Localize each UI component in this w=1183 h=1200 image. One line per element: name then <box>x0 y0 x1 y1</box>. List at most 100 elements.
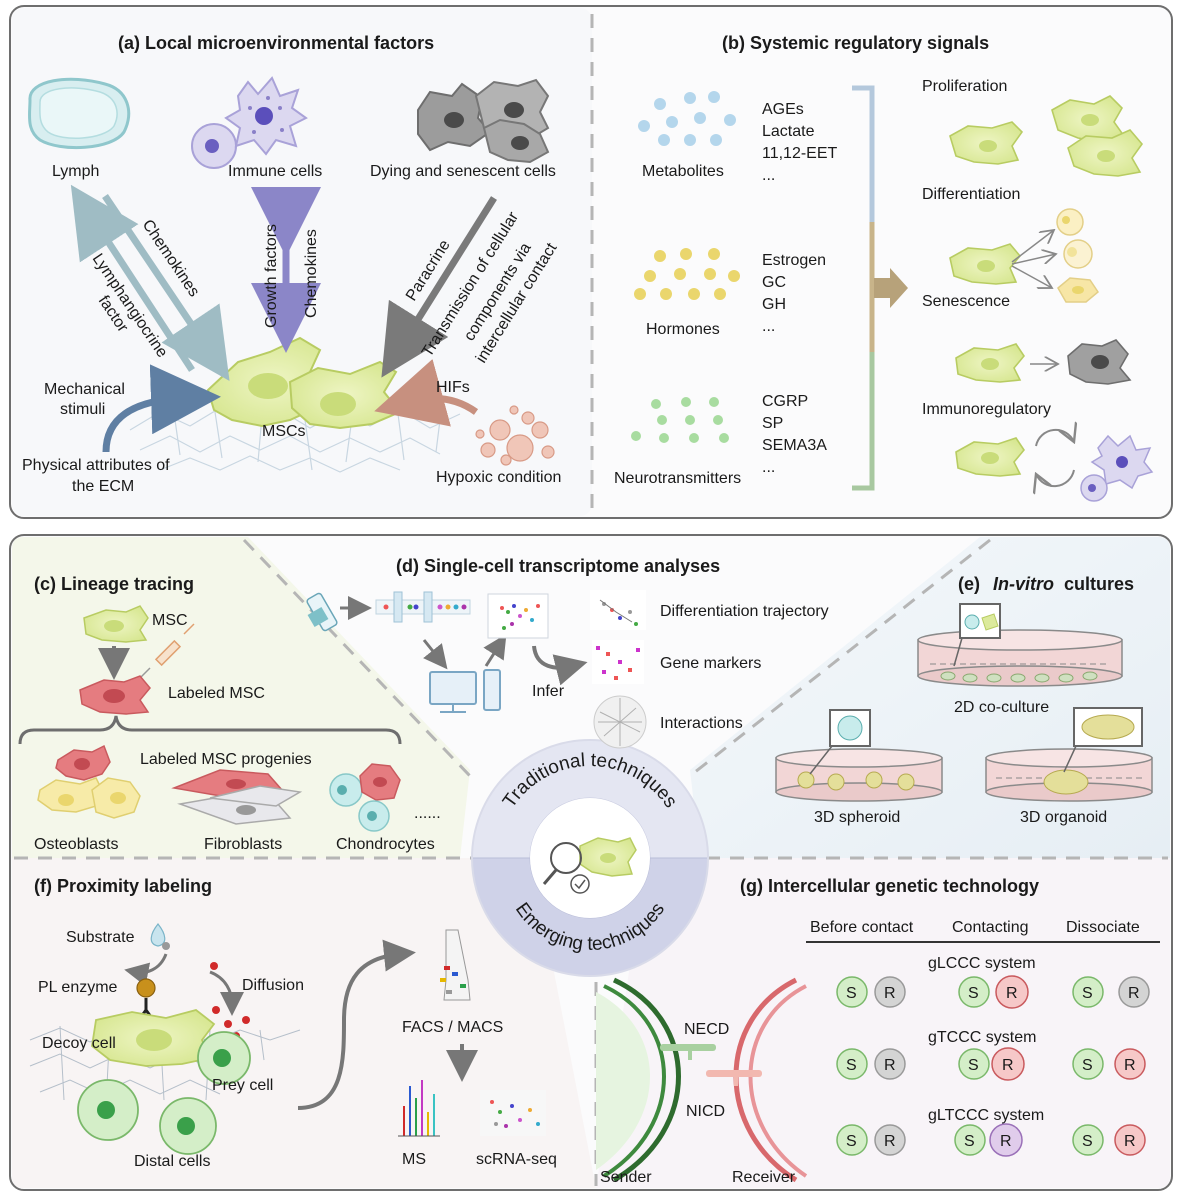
system-1-label: gLCCC system <box>928 955 1036 972</box>
fibroblasts-label: Fibroblasts <box>204 836 282 853</box>
row2-r-contact: R <box>1002 1057 1014 1074</box>
decoy-cell-icon <box>91 1009 216 1067</box>
nicd-label: NICD <box>686 1103 725 1120</box>
neuro-item-2: SP <box>762 415 783 432</box>
row2-r-before: R <box>884 1057 896 1074</box>
neurotransmitters-label: Neurotransmitters <box>614 470 741 487</box>
hifs-label: HIFs <box>436 379 470 396</box>
row2-s-dissoc: S <box>1082 1057 1093 1074</box>
metab-item-3: 11,12-EET <box>762 145 838 162</box>
dying-cells-icon <box>417 78 550 164</box>
msc-cell-icon <box>83 605 149 643</box>
panel-e-title-italic: In-vitro <box>993 574 1054 594</box>
hypoxic-bubbles-icon <box>475 405 555 466</box>
systemic-arrow <box>874 268 908 308</box>
row3-s-before: S <box>846 1133 857 1150</box>
diff-trajectory-label: Differentiation trajectory <box>660 603 829 620</box>
metab-item-4: ... <box>762 167 775 184</box>
sr-row-3 <box>836 1123 1146 1157</box>
panel-b-title: (b) Systemic regulatory signals <box>722 33 989 53</box>
col-before-label: Before contact <box>810 919 914 936</box>
horm-item-2: GC <box>762 274 786 291</box>
panel-e-title-prefix: (e) <box>958 574 980 594</box>
metab-item-1: AGEs <box>762 101 804 118</box>
substrate-arrow <box>124 953 168 987</box>
metabolite-dots <box>638 91 736 146</box>
msc-cluster-icon <box>206 336 402 430</box>
necd-label: NECD <box>684 1021 729 1038</box>
more-dots: ...... <box>414 805 441 822</box>
substrate-label: Substrate <box>66 929 135 946</box>
panel-f-title: (f) Proximity labeling <box>34 876 212 896</box>
system-3-label: gLTCCC system <box>928 1107 1044 1124</box>
horm-item-1: Estrogen <box>762 252 826 269</box>
row3-r-contact: R <box>1000 1133 1012 1150</box>
distal-label: Distal cells <box>134 1153 210 1170</box>
physical-ecm-label-1: Physical attributes of <box>22 457 170 474</box>
panel-g-title: (g) Intercellular genetic technology <box>740 876 1039 896</box>
sr-row-2 <box>836 1047 1146 1081</box>
substrate-dot <box>162 942 170 950</box>
neuro-item-1: CGRP <box>762 393 808 410</box>
systemic-bracket <box>852 85 875 491</box>
labeled-msc-label: Labeled MSC <box>168 685 265 702</box>
progeny-bracket <box>18 715 402 745</box>
lymph-label: Lymph <box>52 163 99 180</box>
differentiation-label: Differentiation <box>922 186 1020 203</box>
row2-r-dissoc: R <box>1124 1057 1136 1074</box>
syringe-icon <box>139 623 195 679</box>
organoid-dish-icon <box>985 707 1153 802</box>
ms-spectrum-icon <box>398 1080 440 1137</box>
trajectory-plot-icon <box>590 590 646 630</box>
immune-cells-label: Immune cells <box>228 163 322 180</box>
immunoregulatory-icon <box>955 430 1154 502</box>
sender-membrane <box>596 977 681 1183</box>
chemokines-label-2: Chemokines <box>303 229 320 318</box>
decoy-label: Decoy cell <box>42 1035 116 1052</box>
horm-item-3: GH <box>762 296 786 313</box>
coculture-dish-icon <box>917 603 1123 687</box>
mechanical-arrow <box>102 364 221 453</box>
dying-cells-label: Dying and senescent cells <box>370 163 556 180</box>
umap-plot-icon <box>487 593 549 639</box>
osteoblasts-icon <box>37 744 141 819</box>
substrate-drop-icon <box>150 923 166 947</box>
panel-e-title: (e) In-vitro cultures <box>958 574 1134 594</box>
fibroblasts-icon <box>171 769 303 825</box>
strip-arrow <box>422 639 448 670</box>
hypoxic-label: Hypoxic condition <box>436 469 561 486</box>
msc-cell-label: MSC <box>152 612 188 629</box>
col-contact-label: Contacting <box>952 919 1029 936</box>
panel-e-title-suffix: cultures <box>1064 574 1134 594</box>
senescence-label: Senescence <box>922 293 1010 310</box>
spheroid-label: 3D spheroid <box>814 809 900 826</box>
neurotransmitter-dots <box>631 397 729 443</box>
row3-r-before: R <box>884 1133 896 1150</box>
immunoregulatory-label: Immunoregulatory <box>922 401 1051 418</box>
neuro-item-4: ... <box>762 459 775 476</box>
distal-cells-icon <box>77 1079 217 1155</box>
facs-label: FACS / MACS <box>402 1019 503 1036</box>
diffusion-arrow <box>209 970 244 1016</box>
row3-r-dissoc: R <box>1124 1133 1136 1150</box>
sample-tube-icon <box>306 592 338 632</box>
hormones-label: Hormones <box>646 321 720 338</box>
pl-enzyme-label: PL enzyme <box>38 979 118 996</box>
neuro-item-3: SEMA3A <box>762 437 827 454</box>
horm-item-4: ... <box>762 318 775 335</box>
metab-item-2: Lactate <box>762 123 815 140</box>
growth-factors-label: Growth factors <box>263 224 280 328</box>
infer-label: Infer <box>532 683 565 700</box>
coculture-label: 2D co-culture <box>954 699 1049 716</box>
interaction-plot-icon <box>593 695 647 749</box>
magnifier-msc-icon <box>542 837 637 894</box>
col-dissoc-label: Dissociate <box>1066 919 1140 936</box>
scrna-label: scRNA-seq <box>476 1151 557 1168</box>
spheroid-dish-icon <box>775 709 943 802</box>
receiver-label: Receiver <box>732 1169 796 1186</box>
row3-s-dissoc: S <box>1082 1133 1093 1150</box>
hif-arrow <box>374 359 479 427</box>
scrna-plot-icon <box>480 1090 546 1136</box>
immune-cells-icon <box>191 76 308 169</box>
